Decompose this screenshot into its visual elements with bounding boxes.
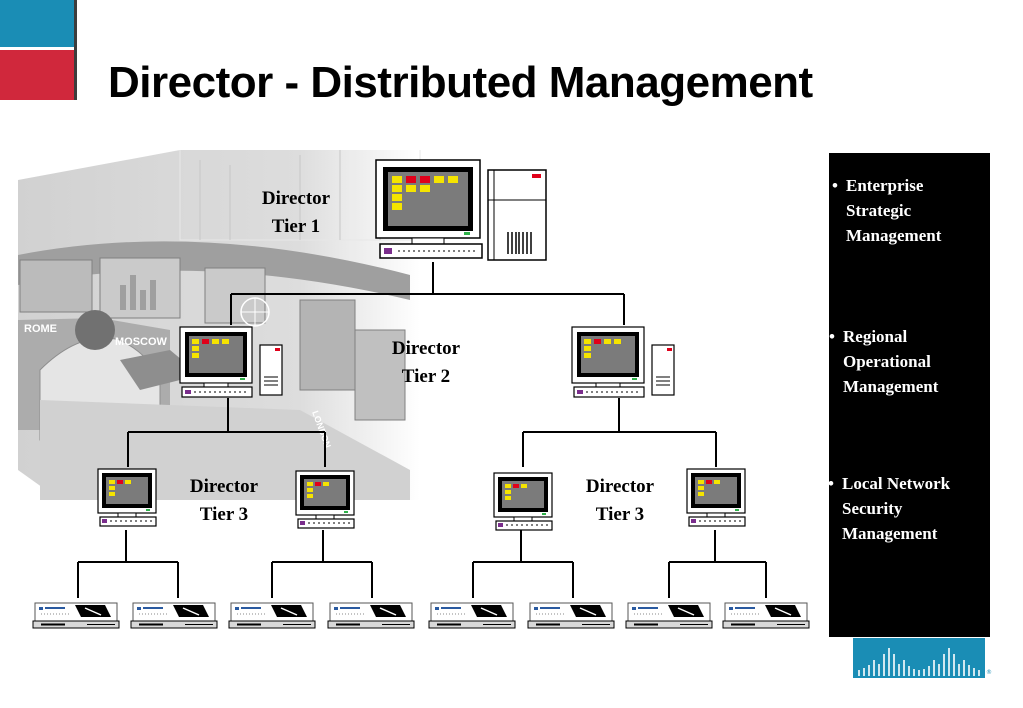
cisco-bridge-logo-icon	[853, 638, 985, 678]
bullet: •	[832, 176, 838, 195]
bullet: •	[828, 474, 834, 493]
tier3-workstation-4	[686, 468, 746, 527]
sensor-appliance	[32, 602, 120, 629]
panel-item-local: • Local Network Security Management	[828, 471, 951, 546]
bullet: •	[829, 327, 835, 346]
tier1-label-line2: Tier 1	[271, 216, 321, 237]
corner-red-block	[0, 50, 74, 100]
hierarchy-connectors	[77, 262, 767, 598]
sensor-appliance	[428, 602, 516, 629]
tier1-label: Director Tier 1	[250, 185, 342, 241]
tier1-workstation	[375, 159, 547, 261]
corner-edge-shadow	[74, 0, 77, 100]
tier2-label-line2: Tier 2	[401, 366, 451, 387]
corner-blue-block	[0, 0, 74, 47]
panel-item-regional-line3: Management	[843, 377, 939, 396]
tier2-label-line1: Director	[391, 338, 461, 359]
tier2-workstation-right	[571, 326, 675, 398]
sensor-appliance	[625, 602, 713, 629]
bg-city-moscow: MOSCOW	[115, 336, 168, 348]
panel-item-regional-line2: Operational	[843, 352, 931, 371]
panel-item-enterprise-line3: Management	[846, 226, 942, 245]
management-levels-panel: • Enterprise Strategic Management • Regi…	[828, 153, 990, 637]
tier3-right-label-line1: Director	[585, 476, 655, 497]
panel-item-regional: • Regional Operational Management	[829, 324, 939, 399]
tier3-workstation-2	[295, 470, 355, 529]
bg-city-rome: ROME	[24, 323, 57, 335]
panel-item-local-line2: Security	[842, 499, 903, 518]
sensor-appliance	[722, 602, 810, 629]
sensor-appliance	[228, 602, 316, 629]
sensor-appliance	[327, 602, 415, 629]
tier3-left-label-line1: Director	[189, 476, 259, 497]
tier3-workstation-1	[97, 468, 157, 527]
tier3-right-label-line2: Tier 3	[595, 504, 645, 525]
sensor-appliance	[130, 602, 218, 629]
panel-item-regional-line1: Regional	[843, 327, 908, 346]
tier3-left-label-line2: Tier 3	[199, 504, 249, 525]
slide-title: Director - Distributed Management	[108, 58, 813, 107]
tier3-left-label: Director Tier 3	[178, 473, 270, 529]
panel-item-local-line1: Local Network	[842, 474, 951, 493]
corner-divider	[0, 47, 74, 50]
tier3-workstation-3	[493, 472, 553, 531]
panel-item-enterprise-line1: Enterprise	[846, 176, 924, 195]
tier2-label: Director Tier 2	[380, 335, 472, 391]
tier1-label-line1: Director	[261, 188, 331, 209]
panel-item-enterprise-line2: Strategic	[846, 201, 912, 220]
sensor-appliance	[527, 602, 615, 629]
panel-item-local-line3: Management	[842, 524, 938, 543]
panel-item-enterprise: • Enterprise Strategic Management	[832, 173, 942, 248]
tier3-right-label: Director Tier 3	[574, 473, 666, 529]
registered-mark: ®	[986, 669, 992, 676]
background-control-room-illustration: ROME MOSCOW LONDON	[18, 150, 421, 500]
